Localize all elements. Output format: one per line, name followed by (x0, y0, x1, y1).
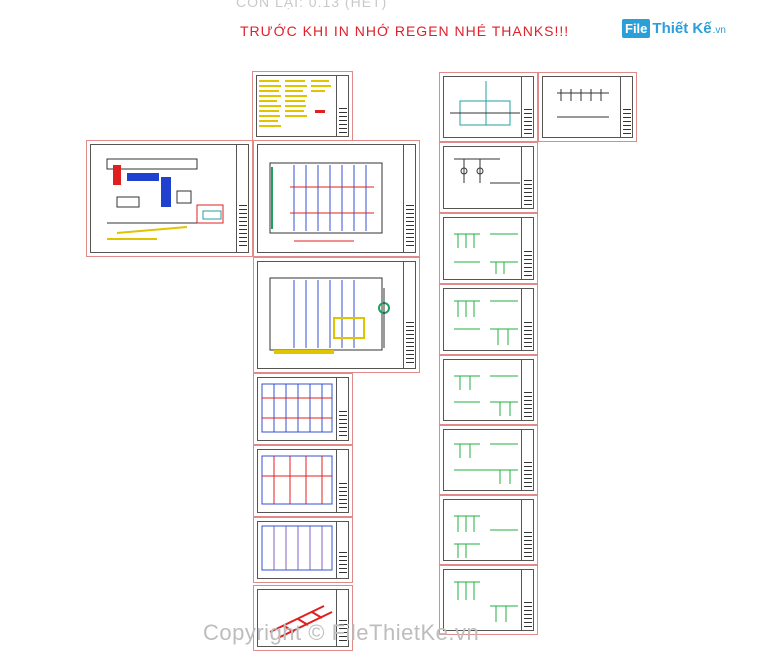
sheet-detail-6[interactable] (439, 495, 538, 565)
detail-6-drawing (454, 515, 518, 558)
floor-plan-2-drawing (269, 277, 390, 354)
sheet-detail-3[interactable] (439, 284, 538, 355)
sheet-plan-b[interactable] (253, 445, 353, 517)
plan-b-drawing (261, 455, 333, 505)
detail-2-drawing (454, 233, 518, 274)
riser-1-drawing (450, 81, 520, 126)
sheet-detail-4[interactable] (439, 355, 538, 425)
sheet-floor-plan-2[interactable] (253, 257, 420, 373)
notes-text-block (259, 80, 331, 127)
regen-warning: TRƯỚC KHI IN NHỚ REGEN NHÉ THANKS!!! (240, 23, 570, 39)
detail-1-drawing (454, 158, 520, 184)
remaining-note: CÒN LẠI: 0.13 (HẾT) (236, 0, 388, 10)
sheet-plan-a[interactable] (253, 373, 353, 445)
logo-suffix: .vn (712, 24, 726, 36)
sheet-floor-plan-1[interactable] (253, 140, 420, 257)
plan-a-drawing (261, 383, 333, 433)
sheet-detail-7[interactable] (439, 565, 538, 635)
plan-c-drawing (261, 525, 333, 571)
filethietke-logo: File Thiết Kế .vn (622, 16, 726, 40)
isometric-drawing (269, 605, 333, 639)
sheet-detail-5[interactable] (439, 425, 538, 495)
riser-2-drawing (557, 89, 609, 118)
sheet-riser-1[interactable] (439, 72, 538, 142)
logo-box: File (622, 18, 651, 38)
sheet-notes[interactable] (252, 71, 353, 141)
logo-text: Thiết Kế (652, 19, 712, 37)
detail-3-drawing (454, 300, 518, 345)
sheet-detail-2[interactable] (439, 213, 538, 284)
site-plan-drawing (106, 158, 224, 240)
sheet-isometric[interactable] (253, 585, 353, 651)
sheet-site-plan[interactable] (86, 140, 253, 257)
detail-5-drawing (454, 443, 518, 484)
sheet-detail-1[interactable] (439, 142, 538, 213)
detail-4-drawing (454, 375, 518, 416)
floor-plan-1-drawing (269, 162, 383, 242)
copyright-watermark: Copyright © FileThietKe.vn (203, 620, 480, 645)
sheet-plan-c[interactable] (253, 517, 353, 583)
sheet-riser-2[interactable] (538, 72, 637, 142)
detail-7-drawing (454, 581, 518, 622)
